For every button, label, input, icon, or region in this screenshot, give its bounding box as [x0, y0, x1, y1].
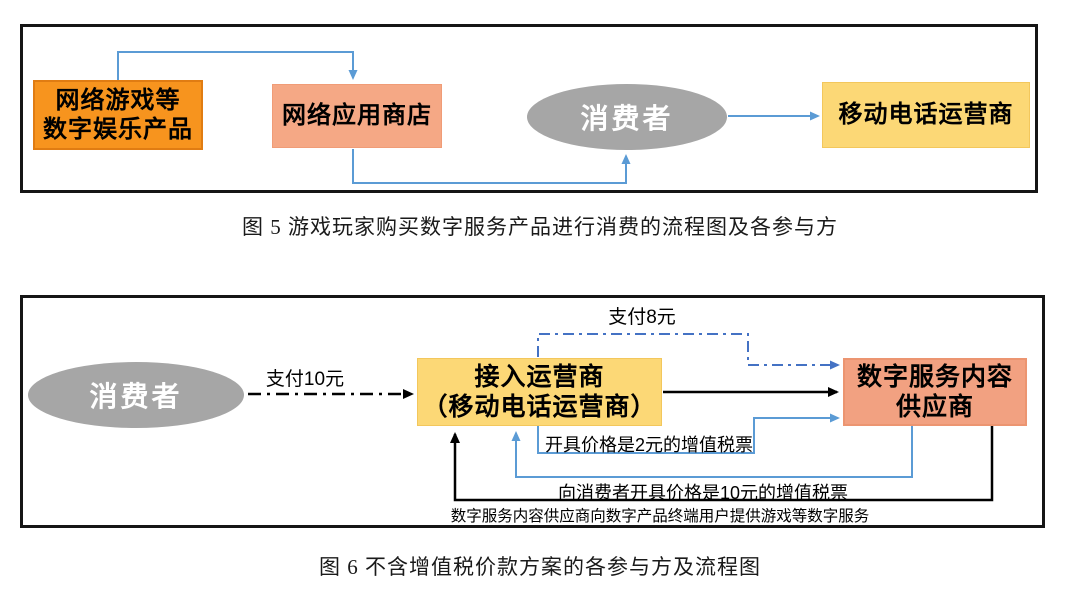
node-digital-products-line1: 网络游戏等 [55, 86, 181, 114]
node-digital-products: 网络游戏等 数字娱乐产品 [33, 80, 203, 150]
edge-label-provide-service: 数字服务内容供应商向数字产品终端用户提供游戏等数字服务 [450, 508, 870, 525]
connector-invoice10 [511, 426, 913, 478]
node-digital-products-line2: 数字娱乐产品 [43, 116, 193, 143]
edge-label-invoice2: 开具价格是2元的增值税票 [545, 435, 754, 455]
node-access-operator-line2: （移动电话运营商） [422, 393, 657, 421]
figure5-caption: 图 5 游戏玩家购买数字服务产品进行消费的流程图及各参与方 [242, 215, 838, 239]
connector-pay8 [537, 333, 840, 370]
node-content-supplier-line1: 数字服务内容 [856, 362, 1013, 391]
node-access-operator-line1: 接入运营商 [474, 362, 605, 391]
figure6-caption: 图 6 不含增值税价款方案的各参与方及流程图 [319, 555, 761, 579]
node-mobile-operator-label: 移动电话运营商 [838, 101, 1014, 129]
node-access-operator: 接入运营商 （移动电话运营商） [417, 358, 662, 426]
node-content-supplier-line2: 供应商 [895, 393, 974, 421]
connector-products-to-appstore [117, 51, 358, 80]
connector-provide-service [450, 426, 994, 502]
connector-appstore-to-consumer [352, 149, 631, 184]
node-mobile-operator: 移动电话运营商 [822, 82, 1030, 148]
node-consumer-fig5-label: 消费者 [580, 103, 674, 134]
node-app-store: 网络应用商店 [272, 84, 442, 148]
edge-label-invoice10: 向消费者开具价格是10元的增值税票 [557, 483, 849, 503]
edge-label-pay8: 支付8元 [608, 307, 676, 328]
connector-invoice2 [537, 413, 840, 454]
node-app-store-label: 网络应用商店 [282, 102, 432, 130]
node-consumer-fig6: 消费者 [28, 362, 244, 428]
node-content-supplier: 数字服务内容 供应商 [843, 358, 1027, 426]
node-consumer-fig5: 消费者 [527, 84, 727, 150]
edge-label-pay10: 支付10元 [265, 369, 345, 390]
node-consumer-fig6-label: 消费者 [89, 381, 183, 412]
